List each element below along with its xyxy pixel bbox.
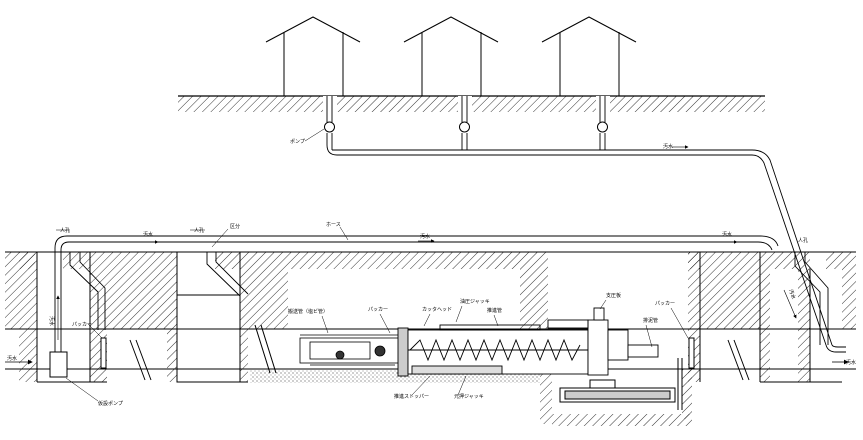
reaction-plate-label: 支圧板 [606,292,621,299]
house-2 [403,16,499,96]
manhole-middle [167,252,248,383]
pump-icon [324,121,335,133]
sewage-label-right: 汚水 [722,231,732,238]
conveyor-pipe-label: 搬送管（塩ビ管） [288,308,328,315]
shield-machine [397,307,659,377]
manhole-label-left: 人孔 [60,227,70,234]
temp-pump-box [49,351,68,378]
sewage-label-vertical-left: 汚水 [48,316,55,326]
kubun-label: 区分 [230,223,240,230]
pit-wall [540,369,552,424]
sewage-label-far-right: 汚水 [846,359,856,366]
hydraulic-jack-label: 油圧ジャッキ [460,298,490,305]
base-jack-label: 元押ジャッキ [454,393,484,400]
pipe-ring-label: 推進管 [487,307,502,314]
bypass-hose-upper [326,144,833,346]
drain-pipe-label: 排泥管 [643,317,658,324]
sewage-label-pipe-left: 汚水 [7,355,17,362]
manhole-label-right: 人孔 [798,237,808,244]
cutter-label: カッタヘッド [422,306,452,313]
hose-label: ホース [326,222,341,228]
sewage-label-upper: 汚水 [663,143,673,150]
pump-icon [597,121,608,133]
intake-ducts [69,252,829,345]
packer-left [100,337,107,369]
sewage-label-vertical-right: 汚水 [787,288,797,300]
packer-right-label: パッカー [655,301,675,307]
packer-label-left: パッカー [72,322,92,328]
manhole-label-mid: 人孔 [194,227,204,234]
base-jack [559,358,683,410]
pump-label: ポンプ [290,138,305,145]
house-drains [326,96,606,150]
sewage-label-mid: 汚水 [420,233,430,240]
packer-right [688,337,695,369]
conveyor-assembly [299,334,401,366]
bypass-hose-lower [54,235,779,352]
pump-icon [459,121,470,133]
packer-machine-label: パッカー [368,307,388,313]
sewage-label-left: 汚水 [143,231,153,238]
temp-pump-label: 仮設ポンプ [98,400,123,407]
house-3 [541,16,637,96]
stopper-ring-label: 推進ストッパー [394,393,429,400]
house-1 [265,16,361,96]
